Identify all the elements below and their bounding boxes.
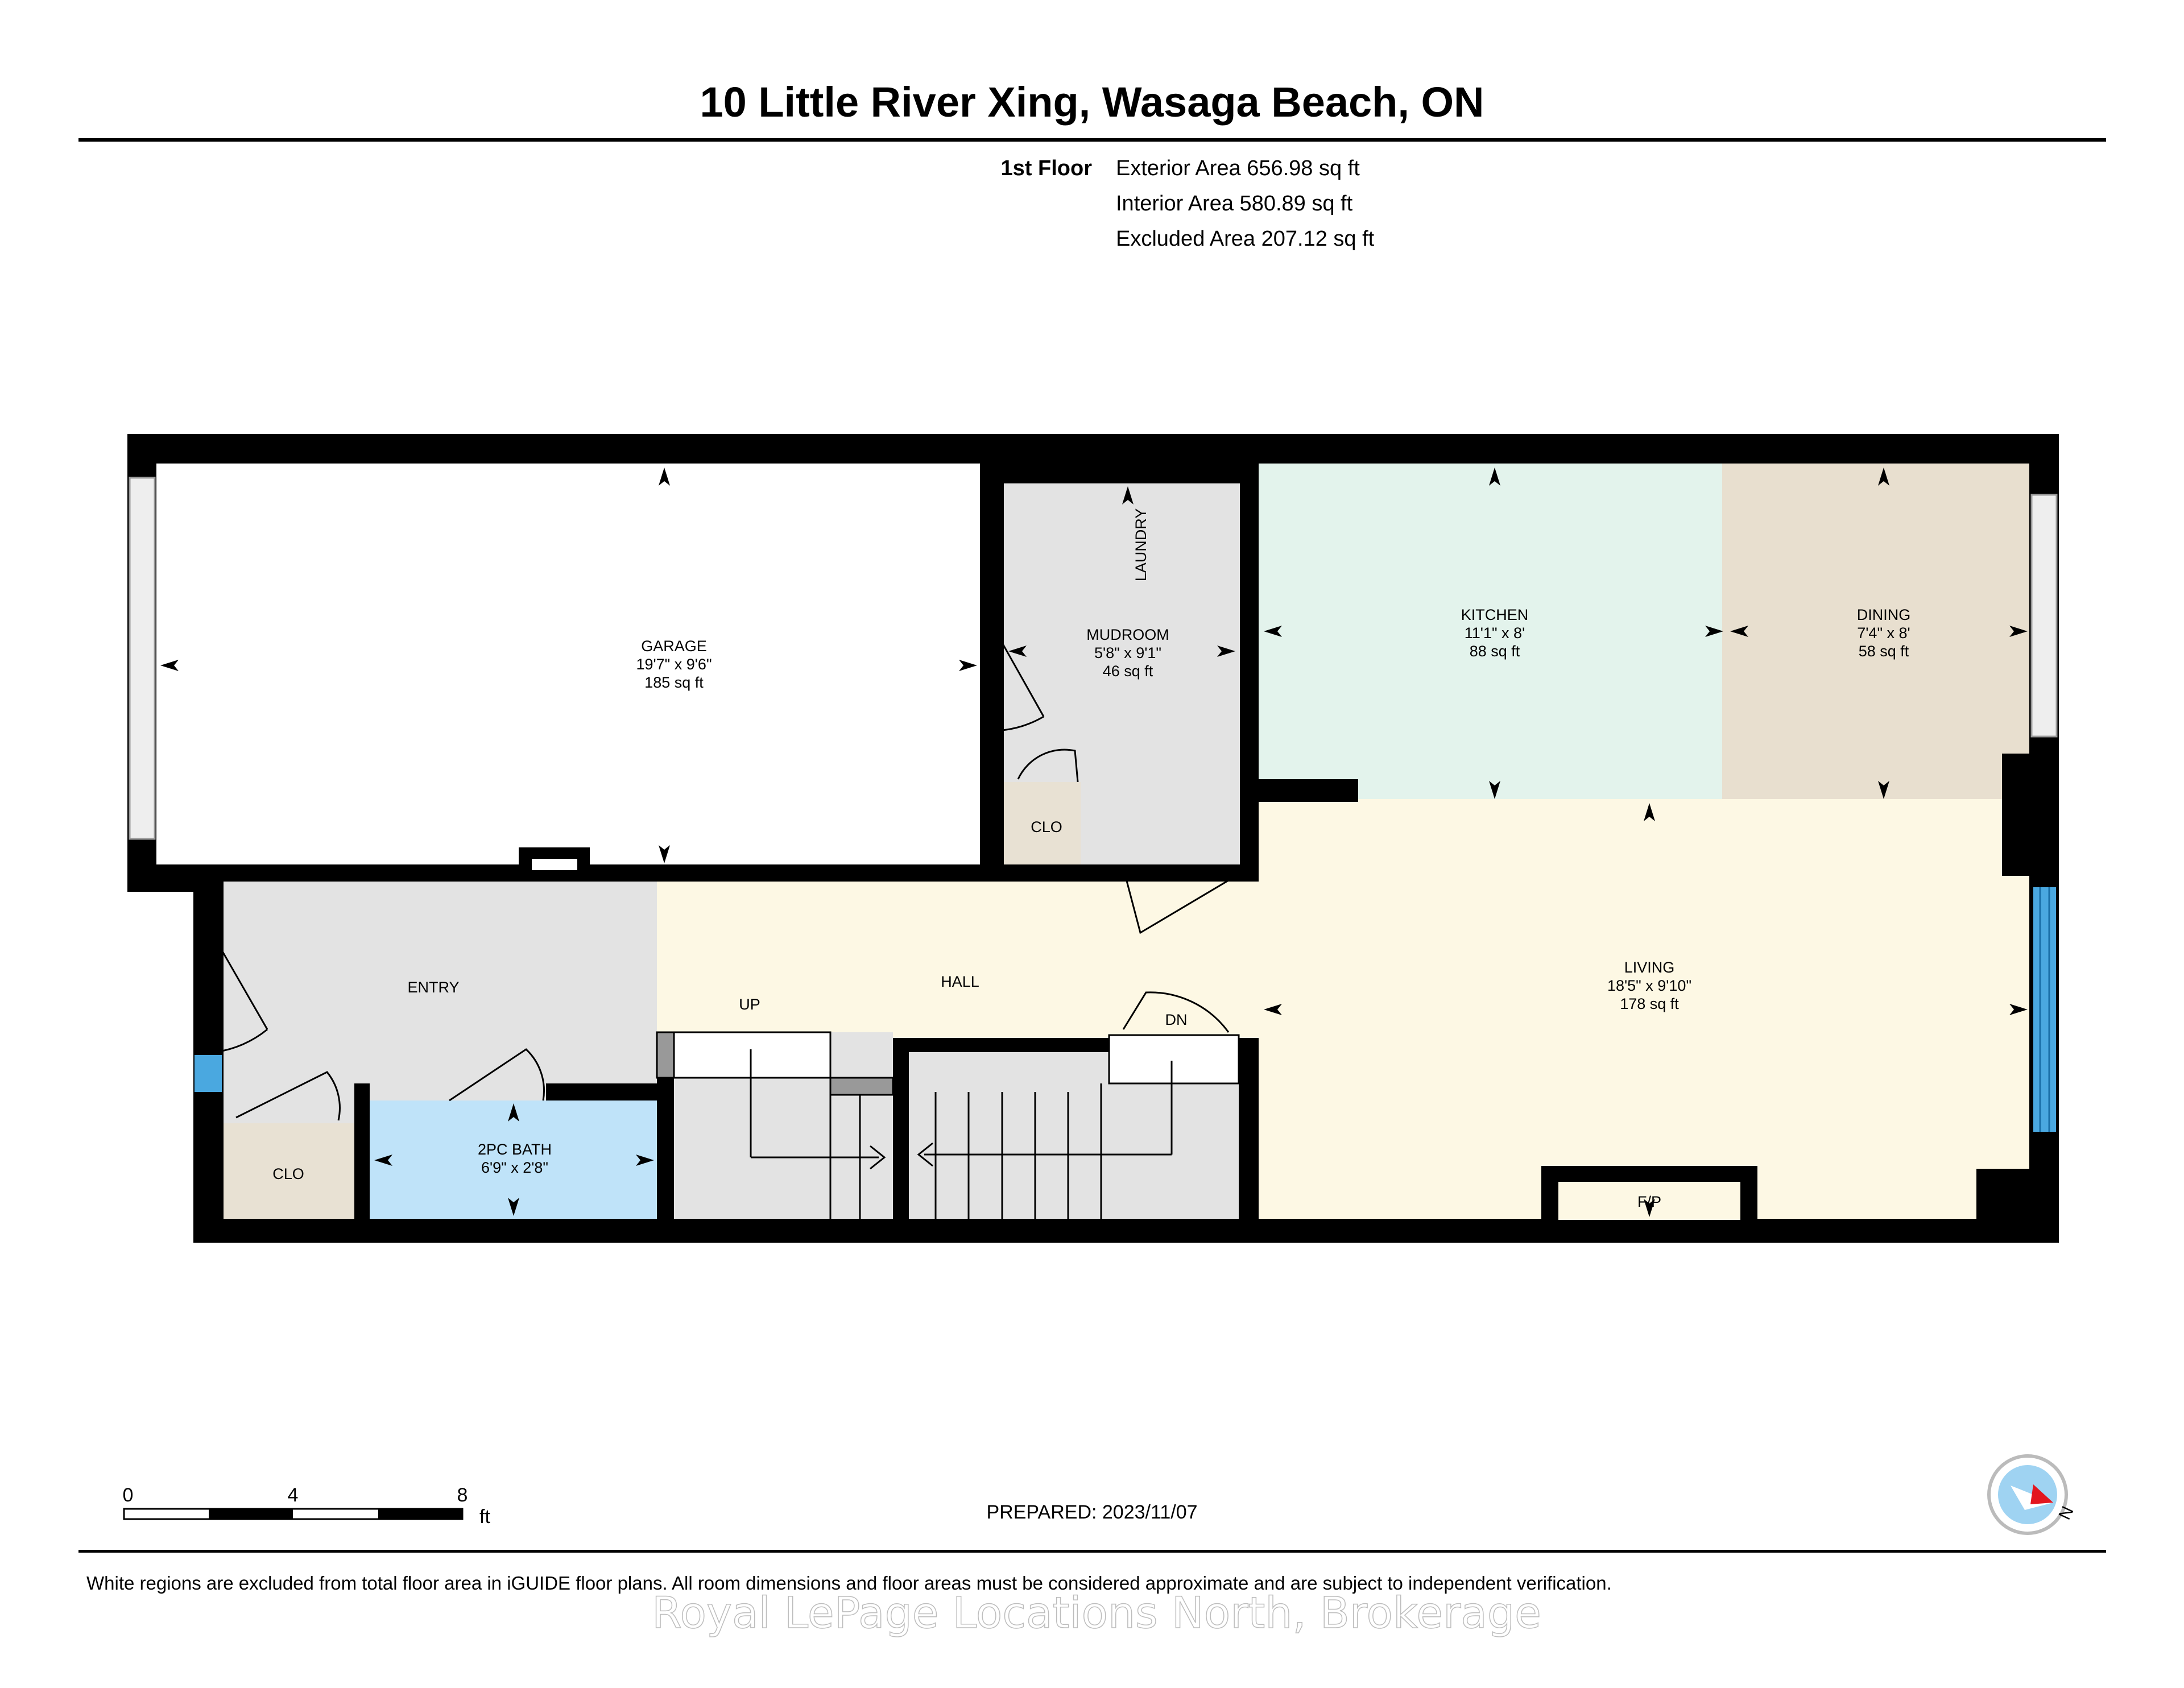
living-floor bbox=[1259, 799, 2029, 1219]
garage-floor bbox=[156, 464, 980, 864]
floor-name: 1st Floor bbox=[1001, 156, 1093, 180]
mudroom-closet-floor bbox=[1004, 782, 1081, 864]
kitchen-floor bbox=[1259, 464, 1722, 799]
kitchen-area: 88 sq ft bbox=[1470, 643, 1520, 660]
hall-label: HALL bbox=[941, 973, 979, 990]
scale-label-8: 8 bbox=[457, 1484, 468, 1506]
entry-closet-floor bbox=[224, 1123, 354, 1219]
dimension-arrows bbox=[160, 467, 2028, 1217]
scale-label-4: 4 bbox=[288, 1484, 299, 1506]
entry-closet-top bbox=[224, 1083, 354, 1123]
living-area: 178 sq ft bbox=[1620, 995, 1679, 1012]
bath-top bbox=[370, 1083, 546, 1100]
footer-rule bbox=[78, 1550, 2106, 1553]
exterior-area: Exterior Area 656.98 sq ft bbox=[1116, 156, 1360, 180]
mudroom-dims: 5'8" x 9'1" bbox=[1094, 644, 1161, 661]
living-window-right bbox=[2033, 887, 2056, 1132]
stair-lines bbox=[656, 1031, 1240, 1219]
bath-dims: 6'9" x 2'8" bbox=[481, 1159, 548, 1176]
kitchen-label: KITCHEN bbox=[1461, 606, 1529, 623]
header-rule bbox=[78, 138, 2106, 142]
garage-step-inner bbox=[532, 859, 577, 870]
mudroom-label: MUDROOM bbox=[1086, 626, 1169, 643]
living-right-pier bbox=[2002, 754, 2030, 876]
dining-area: 58 sq ft bbox=[1859, 643, 1909, 660]
property-title: 10 Little River Xing, Wasaga Beach, ON bbox=[700, 78, 1484, 126]
living-corner-pier bbox=[1976, 1169, 2030, 1220]
wall-notch-top-right bbox=[2053, 434, 2059, 464]
entry-label: ENTRY bbox=[407, 979, 459, 996]
footer-disclaimer: White regions are excluded from total fl… bbox=[86, 1573, 1612, 1594]
up-label: UP bbox=[739, 996, 760, 1013]
interior-area: Interior Area 580.89 sq ft bbox=[1116, 192, 1353, 216]
entry-closet-label: CLO bbox=[272, 1165, 304, 1182]
entry-window-left bbox=[195, 1055, 222, 1092]
fireplace-label: F/P bbox=[1637, 1193, 1661, 1210]
kitchen-living-wall bbox=[1259, 779, 1358, 802]
watermark: Royal LePage Locations North, Brokerage bbox=[652, 1587, 1541, 1638]
living-label: LIVING bbox=[1624, 959, 1675, 976]
garage-window-left bbox=[129, 477, 156, 840]
garage-dims: 19'7" x 9'6" bbox=[636, 656, 712, 673]
prepared-date: PREPARED: 2023/11/07 bbox=[986, 1501, 1197, 1523]
mudroom-closet-label: CLO bbox=[1031, 818, 1062, 835]
bath-floor bbox=[370, 1100, 657, 1219]
kitchen-dims: 11'1" x 8' bbox=[1465, 624, 1525, 642]
dining-floor bbox=[1722, 464, 2029, 799]
scale-label-0: 0 bbox=[123, 1484, 134, 1506]
bath-label: 2PC BATH bbox=[478, 1141, 552, 1158]
hall-floor bbox=[657, 882, 1260, 1038]
dining-label: DINING bbox=[1857, 606, 1911, 623]
dining-window-right bbox=[2030, 494, 2058, 738]
doors bbox=[214, 625, 1232, 1121]
dining-dims: 7'4" x 8' bbox=[1857, 624, 1910, 642]
dn-label: DN bbox=[1165, 1011, 1188, 1028]
excluded-area: Excluded Area 207.12 sq ft bbox=[1116, 227, 1375, 251]
garage-label: GARAGE bbox=[641, 638, 707, 655]
laundry-label: LAUNDRY bbox=[1132, 508, 1149, 582]
compass-icon: N bbox=[1987, 1454, 2078, 1535]
garage-area: 185 sq ft bbox=[644, 674, 704, 691]
entry-floor bbox=[224, 882, 657, 1083]
mudroom-area: 46 sq ft bbox=[1103, 663, 1153, 680]
scale-bar: 0 4 8 ft bbox=[123, 1484, 491, 1528]
scale-unit: ft bbox=[479, 1506, 490, 1528]
living-dims: 18'5" x 9'10" bbox=[1607, 977, 1691, 994]
